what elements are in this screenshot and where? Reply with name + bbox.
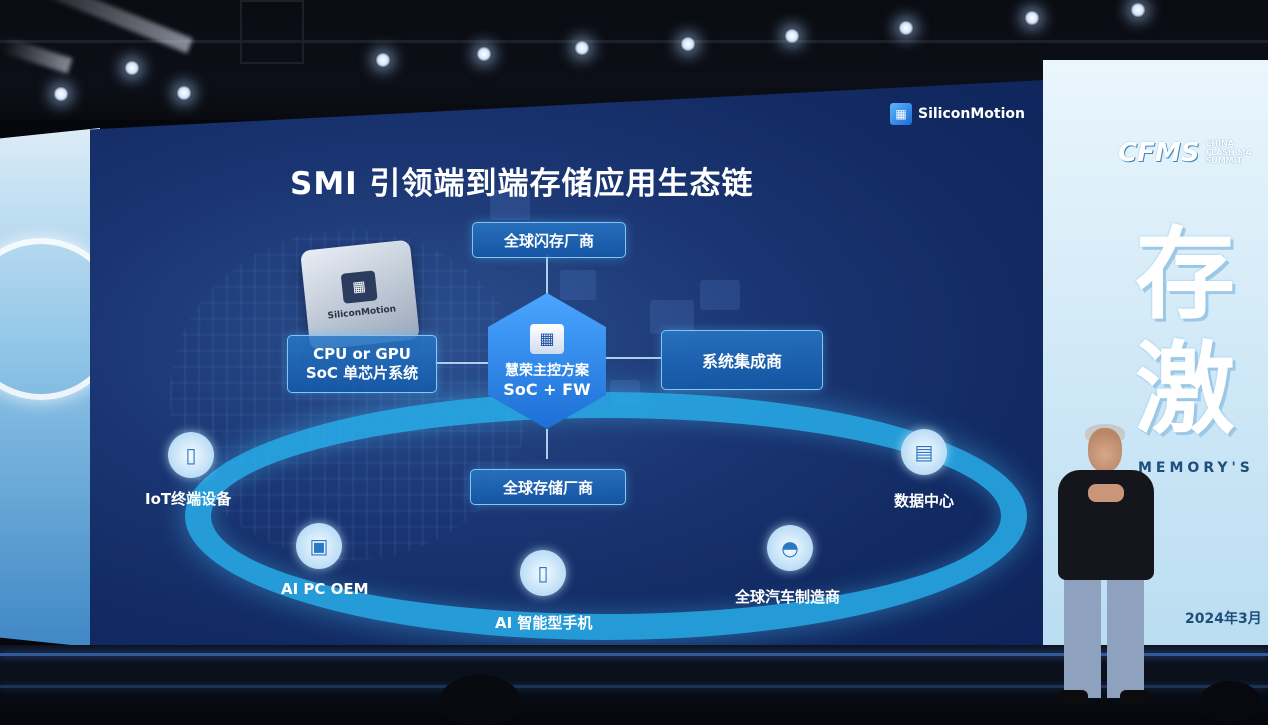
node-label-ai-pc: AI PC OEM [281,580,369,598]
audience-head [440,675,520,725]
presenter [1050,424,1160,713]
presenter-shoe [1120,690,1150,704]
chip-label: SiliconMotion [327,304,397,322]
chip-image: ▦ SiliconMotion [300,239,420,351]
node-label-datacenter: 数据中心 [894,492,955,510]
node-label-automotive: 全球汽车制造商 [735,588,841,606]
spotlight [375,52,391,68]
global-storage-vendors-box: 全球存储厂商 [470,469,626,505]
presenter-head [1088,428,1122,472]
cfms-logo: CFMS CHINA FLASH MA SUMMIT [1118,138,1252,168]
ecosystem-ring [185,392,1027,640]
spotlight [53,86,69,102]
presenter-hands [1088,484,1124,502]
backdrop-big-char-1: 存 [1135,216,1235,333]
ai-chip-icon: ▣ [296,523,342,569]
siliconmotion-logo: ▦ SiliconMotion [890,103,1025,125]
system-integrators-box: 系统集成商 [661,330,823,390]
backdrop-tagline: MEMORY'S [1138,460,1254,476]
presenter-shoe [1058,690,1088,704]
connector-line [435,362,490,364]
connector-line [606,357,661,359]
stage-edge-light [0,685,1268,688]
car-icon: ◓ [767,525,813,571]
cfms-logo-text: CFMS [1118,138,1200,168]
node-label-iot: IoT终端设备 [145,490,232,508]
event-date: 2024年3月 [1185,611,1262,627]
spotlight [784,28,800,44]
server-icon: ▤ [901,429,947,475]
hex-line-1: 慧荣主控方案 [505,362,589,379]
cfms-sub-line-1: CHINA [1205,138,1234,148]
cpu-gpu-soc-box: CPU or GPU SoC 单芯片系统 [287,335,437,393]
connector-line [546,429,548,459]
cpu-gpu-line: CPU or GPU [313,345,411,364]
spotlight [1024,10,1040,26]
spotlight [176,85,192,101]
spotlight [680,36,696,52]
bg-tile [560,270,596,300]
siliconmotion-logo-icon: ▦ [890,103,912,125]
cfms-logo-subtitle: CHINA FLASH MA SUMMIT [1205,138,1252,166]
bg-tile [650,300,694,334]
smi-logo-icon: ▦ [530,323,564,354]
global-flash-vendors-box: 全球闪存厂商 [472,222,626,258]
presenter-legs [1064,576,1144,698]
brand-name: SiliconMotion [918,106,1025,122]
spotlight [1130,2,1146,18]
bg-tile [490,190,530,220]
node-label-smartphone: AI 智能型手机 [495,614,593,632]
stage-edge-light [0,653,1268,656]
smartphone-icon: ▯ [520,550,566,596]
truss-frame [240,0,304,64]
backdrop-big-char-2: 激 [1135,331,1235,448]
lighting-truss [0,40,1268,43]
left-led-panel [0,128,100,648]
chip-logo-icon: ▦ [340,270,378,304]
connector-line [546,255,548,295]
iot-device-icon: ▯ [168,432,214,478]
cfms-sub-line-3: SUMMIT [1205,156,1243,166]
bg-tile [700,280,740,310]
stage-floor [0,645,1268,725]
spotlight [898,20,914,36]
hex-line-2: SoC + FW [503,379,591,399]
spotlight [574,40,590,56]
slide-title: SMI 引领端到端存储应用生态链 [290,166,754,202]
presentation-screen: SMI 引领端到端存储应用生态链 ▦ SiliconMotion ▦ Silic… [90,80,1045,662]
spotlight [476,46,492,62]
light-beam [10,0,193,54]
cfms-sub-line-2: FLASH MA [1205,147,1252,157]
spotlight [124,60,140,76]
decorative-ring [0,238,100,400]
soc-line: SoC 单芯片系统 [305,364,419,382]
audience-head [1200,681,1260,721]
